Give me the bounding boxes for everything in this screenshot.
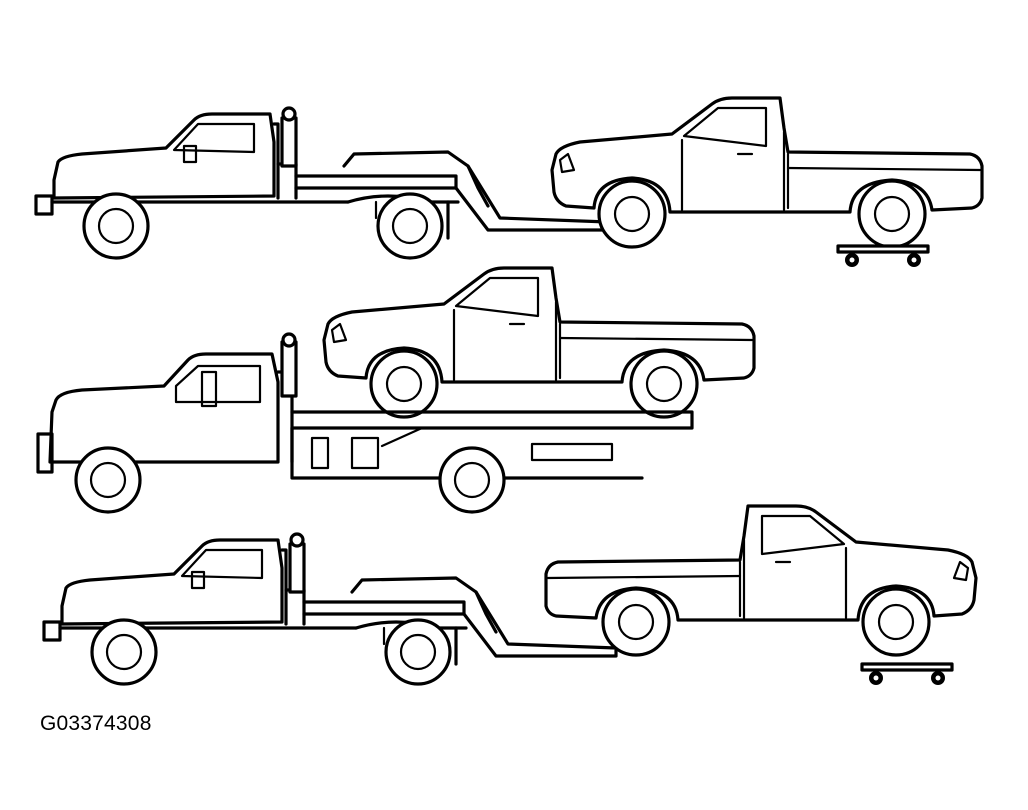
towed-pickup-1: [550, 96, 984, 249]
tow-truck-3: [42, 532, 618, 686]
tow-truck-1: [34, 106, 610, 260]
figure-id-label: G03374308: [40, 712, 152, 735]
scene-2-flatbed: [36, 266, 756, 514]
scene-1-wheel-lift-tow: [34, 96, 984, 269]
scene-3-wheel-lift-tow: [42, 504, 978, 687]
flatbed-truck: [36, 332, 694, 514]
wheel-dolly-3: [860, 662, 954, 687]
towed-pickup-3: [544, 504, 978, 657]
pickup-on-flatbed: [322, 266, 756, 419]
wheel-dolly-1: [836, 244, 930, 269]
